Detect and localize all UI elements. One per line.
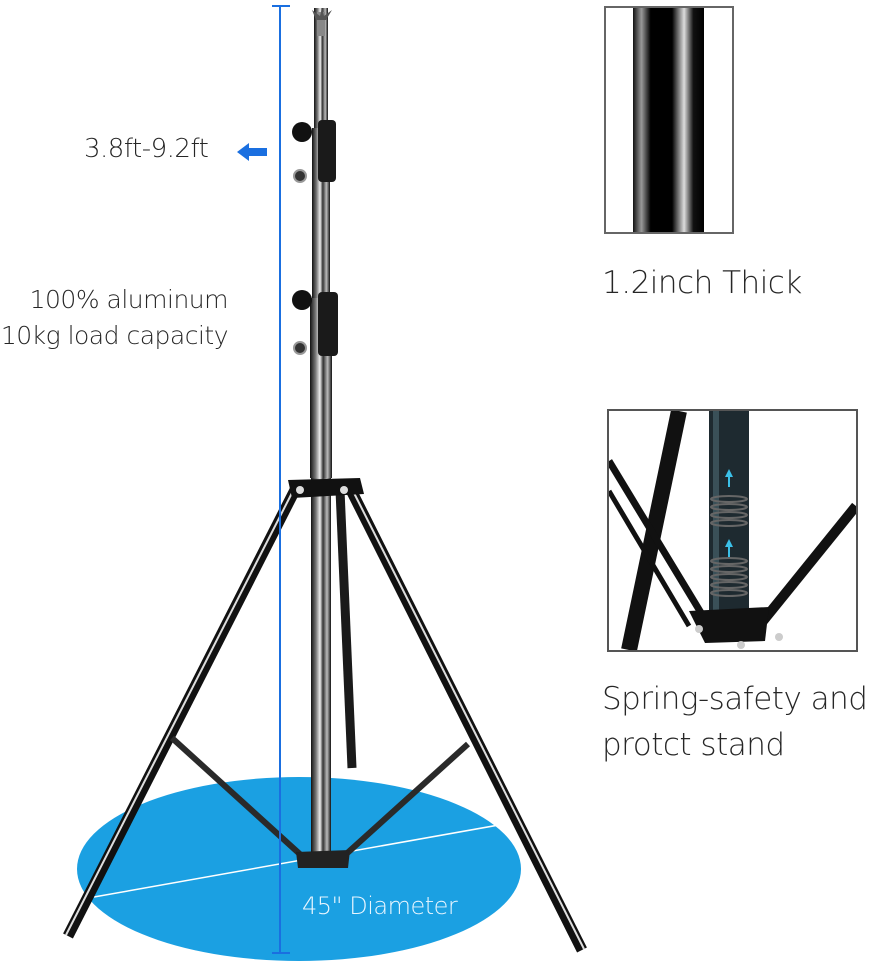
base-diameter-label: 45" Diameter [302, 892, 458, 920]
height-range-label: 3.8ft-9.2ft [84, 134, 209, 164]
tube-thickness-label: 1.2inch Thick [602, 265, 802, 301]
material-line-2: 10kg load capacity [0, 321, 229, 350]
left-arrow-icon [237, 143, 267, 161]
spring-line-2: protct stand [602, 727, 785, 763]
tube-closeup-icon [633, 8, 704, 232]
material-label: 100% aluminum 10kg load capacity [0, 282, 229, 354]
spring-line-1: Spring-safety and [602, 681, 868, 717]
spring-safety-detail-image [607, 409, 858, 652]
tube-thickness-detail-image [604, 6, 734, 234]
spring-safety-label: Spring-safety and protct stand [602, 676, 868, 768]
height-dimension-line [272, 5, 290, 954]
spring-closeup-icon [609, 411, 856, 650]
material-line-1: 100% aluminum [29, 285, 229, 314]
